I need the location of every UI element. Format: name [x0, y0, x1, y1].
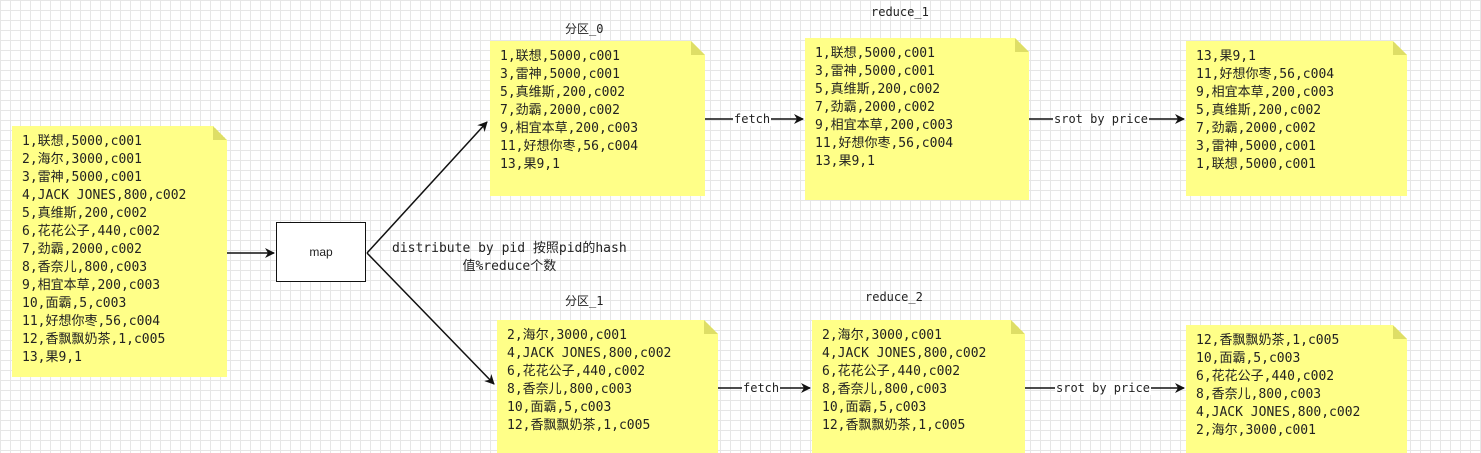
- note-line: 5,真维斯,200,c002: [1196, 103, 1322, 118]
- reduce1-title: reduce_1: [871, 5, 929, 19]
- note-line: 10,面霸,5,c003: [507, 400, 612, 415]
- note-line: 7,劲霸,2000,c002: [22, 242, 142, 257]
- note-line: 6,花花公子,440,c002: [822, 364, 961, 379]
- note-line: 1,联想,5000,c001: [500, 49, 620, 64]
- note-line: 8,香奈儿,800,c003: [22, 260, 148, 275]
- note-line: 10,面霸,5,c003: [822, 400, 927, 415]
- distribute-label: distribute by pid 按照pid的hash 值%reduce个数: [392, 240, 627, 276]
- map-label: map: [309, 245, 333, 259]
- note-line: 11,好想你枣,56,c004: [500, 139, 639, 154]
- partition0-note: 1,联想,5000,c001 3,雷神,5000,c001 5,真维斯,200,c0…: [490, 41, 705, 196]
- note-line: 11,好想你枣,56,c004: [1196, 67, 1335, 82]
- note-line: 6,花花公子,440,c002: [1196, 369, 1335, 384]
- sorted1-note: 13,果9,1 11,好想你枣,56,c004 9,相宜本草,200,c003 5,真…: [1186, 41, 1407, 196]
- reduce2-title: reduce_2: [865, 290, 923, 304]
- partition1-note: 2,海尔,3000,c001 4,JACK JONES,800,c002 6,花花公…: [497, 320, 718, 453]
- note-line: 3,雷神,5000,c001: [500, 67, 620, 82]
- note-line: 7,劲霸,2000,c002: [500, 103, 620, 118]
- note-line: 7,劲霸,2000,c002: [815, 100, 935, 115]
- partition1-title: 分区_1: [565, 294, 604, 308]
- note-line: 10,面霸,5,c003: [22, 296, 127, 311]
- input-note: 1,联想,5000,c001 2,海尔,3000,c001 3,雷神,5000,c0…: [12, 126, 227, 377]
- note-line: 2,海尔,3000,c001: [507, 328, 627, 343]
- note-line: 12,香飘飘奶茶,1,c005: [822, 418, 966, 433]
- note-line: 12,香飘飘奶茶,1,c005: [22, 332, 166, 347]
- note-line: 1,联想,5000,c001: [22, 134, 142, 149]
- note-line: 4,JACK JONES,800,c002: [507, 346, 672, 361]
- note-line: 13,果9,1: [815, 154, 875, 169]
- note-line: 6,花花公子,440,c002: [22, 224, 161, 239]
- reduce2-note: 2,海尔,3000,c001 4,JACK JONES,800,c002 6,花花公…: [812, 320, 1025, 453]
- sort-label-2: srot by price: [1055, 381, 1151, 395]
- note-line: 13,果9,1: [500, 157, 560, 172]
- note-line: 5,真维斯,200,c002: [22, 206, 148, 221]
- note-line: 2,海尔,3000,c001: [1196, 423, 1316, 438]
- note-line: 5,真维斯,200,c002: [815, 82, 941, 97]
- note-line: 1,联想,5000,c001: [815, 46, 935, 61]
- map-node: map: [276, 222, 366, 282]
- note-line: 12,香飘飘奶茶,1,c005: [507, 418, 651, 433]
- note-line: 11,好想你枣,56,c004: [22, 314, 161, 329]
- sort-label-1: srot by price: [1053, 112, 1149, 126]
- note-line: 9,相宜本草,200,c003: [500, 121, 639, 136]
- note-line: 5,真维斯,200,c002: [500, 85, 626, 100]
- note-line: 2,海尔,3000,c001: [22, 152, 142, 167]
- fetch-label-2: fetch: [742, 381, 781, 395]
- note-line: 8,香奈儿,800,c003: [1196, 387, 1322, 402]
- partition0-title: 分区_0: [565, 22, 604, 36]
- note-line: 8,香奈儿,800,c003: [822, 382, 948, 397]
- note-line: 13,果9,1: [22, 350, 82, 365]
- note-line: 4,JACK JONES,800,c002: [1196, 405, 1361, 420]
- fetch-label-1: fetch: [733, 112, 772, 126]
- reduce1-note: 1,联想,5000,c001 3,雷神,5000,c001 5,真维斯,200,c0…: [805, 38, 1029, 200]
- note-line: 8,香奈儿,800,c003: [507, 382, 633, 397]
- note-line: 9,相宜本草,200,c003: [1196, 85, 1335, 100]
- note-line: 2,海尔,3000,c001: [822, 328, 942, 343]
- map-to-partition0-arrow: [366, 121, 488, 254]
- distribute-line-2: 值%reduce个数: [462, 259, 557, 274]
- note-line: 1,联想,5000,c001: [1196, 157, 1316, 172]
- note-line: 3,雷神,5000,c001: [1196, 139, 1316, 154]
- note-line: 12,香飘飘奶茶,1,c005: [1196, 333, 1340, 348]
- note-line: 11,好想你枣,56,c004: [815, 136, 954, 151]
- note-line: 7,劲霸,2000,c002: [1196, 121, 1316, 136]
- note-line: 4,JACK JONES,800,c002: [22, 188, 187, 203]
- note-line: 4,JACK JONES,800,c002: [822, 346, 987, 361]
- sorted2-note: 12,香飘飘奶茶,1,c005 10,面霸,5,c003 6,花花公子,440,c0…: [1186, 325, 1407, 453]
- note-line: 9,相宜本草,200,c003: [22, 278, 161, 293]
- note-line: 6,花花公子,440,c002: [507, 364, 646, 379]
- note-line: 3,雷神,5000,c001: [815, 64, 935, 79]
- note-line: 9,相宜本草,200,c003: [815, 118, 954, 133]
- note-line: 13,果9,1: [1196, 49, 1256, 64]
- note-line: 10,面霸,5,c003: [1196, 351, 1301, 366]
- note-line: 3,雷神,5000,c001: [22, 170, 142, 185]
- map-to-partition1-arrow: [366, 252, 495, 385]
- distribute-line-1: distribute by pid 按照pid的hash: [392, 241, 627, 256]
